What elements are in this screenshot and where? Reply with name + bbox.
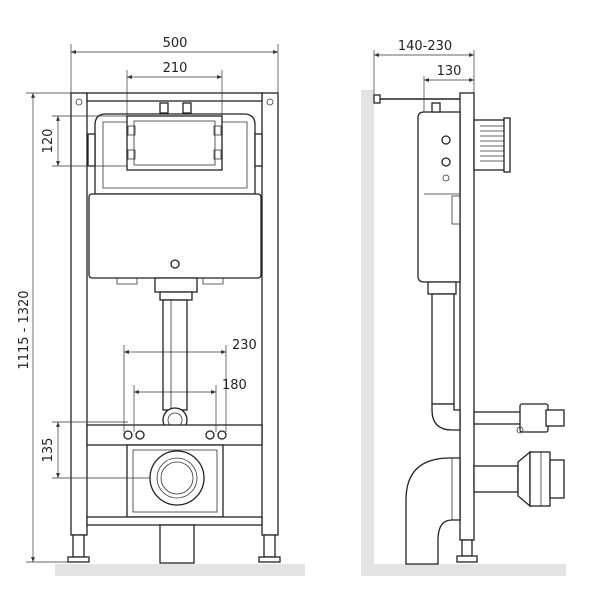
mounting-stud xyxy=(205,430,215,440)
frame-left-foot-plate xyxy=(67,556,90,563)
dim-depth: 130 xyxy=(437,64,462,79)
dim-frame-width: 500 xyxy=(163,36,188,51)
side-frame-upright xyxy=(459,92,475,541)
side-view: 140-230 130 xyxy=(361,39,566,576)
dim-panel-height: 120 xyxy=(41,129,56,154)
dim-drain-height: 135 xyxy=(41,438,56,463)
dim-panel-width: 210 xyxy=(163,61,188,76)
flush-pipe xyxy=(162,299,188,411)
frame-top-bar xyxy=(86,92,263,102)
frame-left-upright xyxy=(70,92,88,536)
cistern-screw xyxy=(170,259,180,269)
drain-outlet xyxy=(149,450,205,506)
frame-left-foot xyxy=(72,534,85,558)
flush-panel-opening xyxy=(126,115,223,171)
frame-right-foot xyxy=(263,534,276,558)
mounting-stud xyxy=(217,430,227,440)
mounting-stud xyxy=(135,430,145,440)
side-wall xyxy=(361,90,374,576)
frame-hole xyxy=(266,98,274,106)
frame-bottom-bar xyxy=(86,516,263,526)
inlet-valve-right xyxy=(182,102,192,114)
side-panel-grille xyxy=(480,125,504,162)
dim-total-height: 1115 - 1320 xyxy=(17,290,32,369)
side-drain-bend xyxy=(405,457,461,565)
front-floor xyxy=(55,564,305,576)
side-floor xyxy=(361,564,566,576)
dim-studs-outer: 230 xyxy=(232,338,257,353)
side-drain-outlet xyxy=(473,465,519,493)
dim-studs-inner: 180 xyxy=(222,378,247,393)
mounting-bar xyxy=(86,424,263,446)
front-view: 500 210 120 1115 - 1320 230 180 135 xyxy=(17,36,305,576)
frame-right-foot-plate xyxy=(258,556,281,563)
drain-pipe xyxy=(159,524,195,564)
side-flush-pipe xyxy=(431,293,455,405)
dim-depth-range: 140-230 xyxy=(398,39,452,54)
cistern-outlet xyxy=(154,277,198,293)
mounting-stud xyxy=(123,430,133,440)
side-panel-housing xyxy=(473,119,509,171)
side-flush-outlet xyxy=(473,411,523,425)
side-cistern xyxy=(417,111,461,283)
frame-right-upright xyxy=(261,92,279,536)
frame-hole xyxy=(75,98,83,106)
side-flush-elbow xyxy=(431,403,461,431)
inlet-valve-left xyxy=(159,102,169,114)
